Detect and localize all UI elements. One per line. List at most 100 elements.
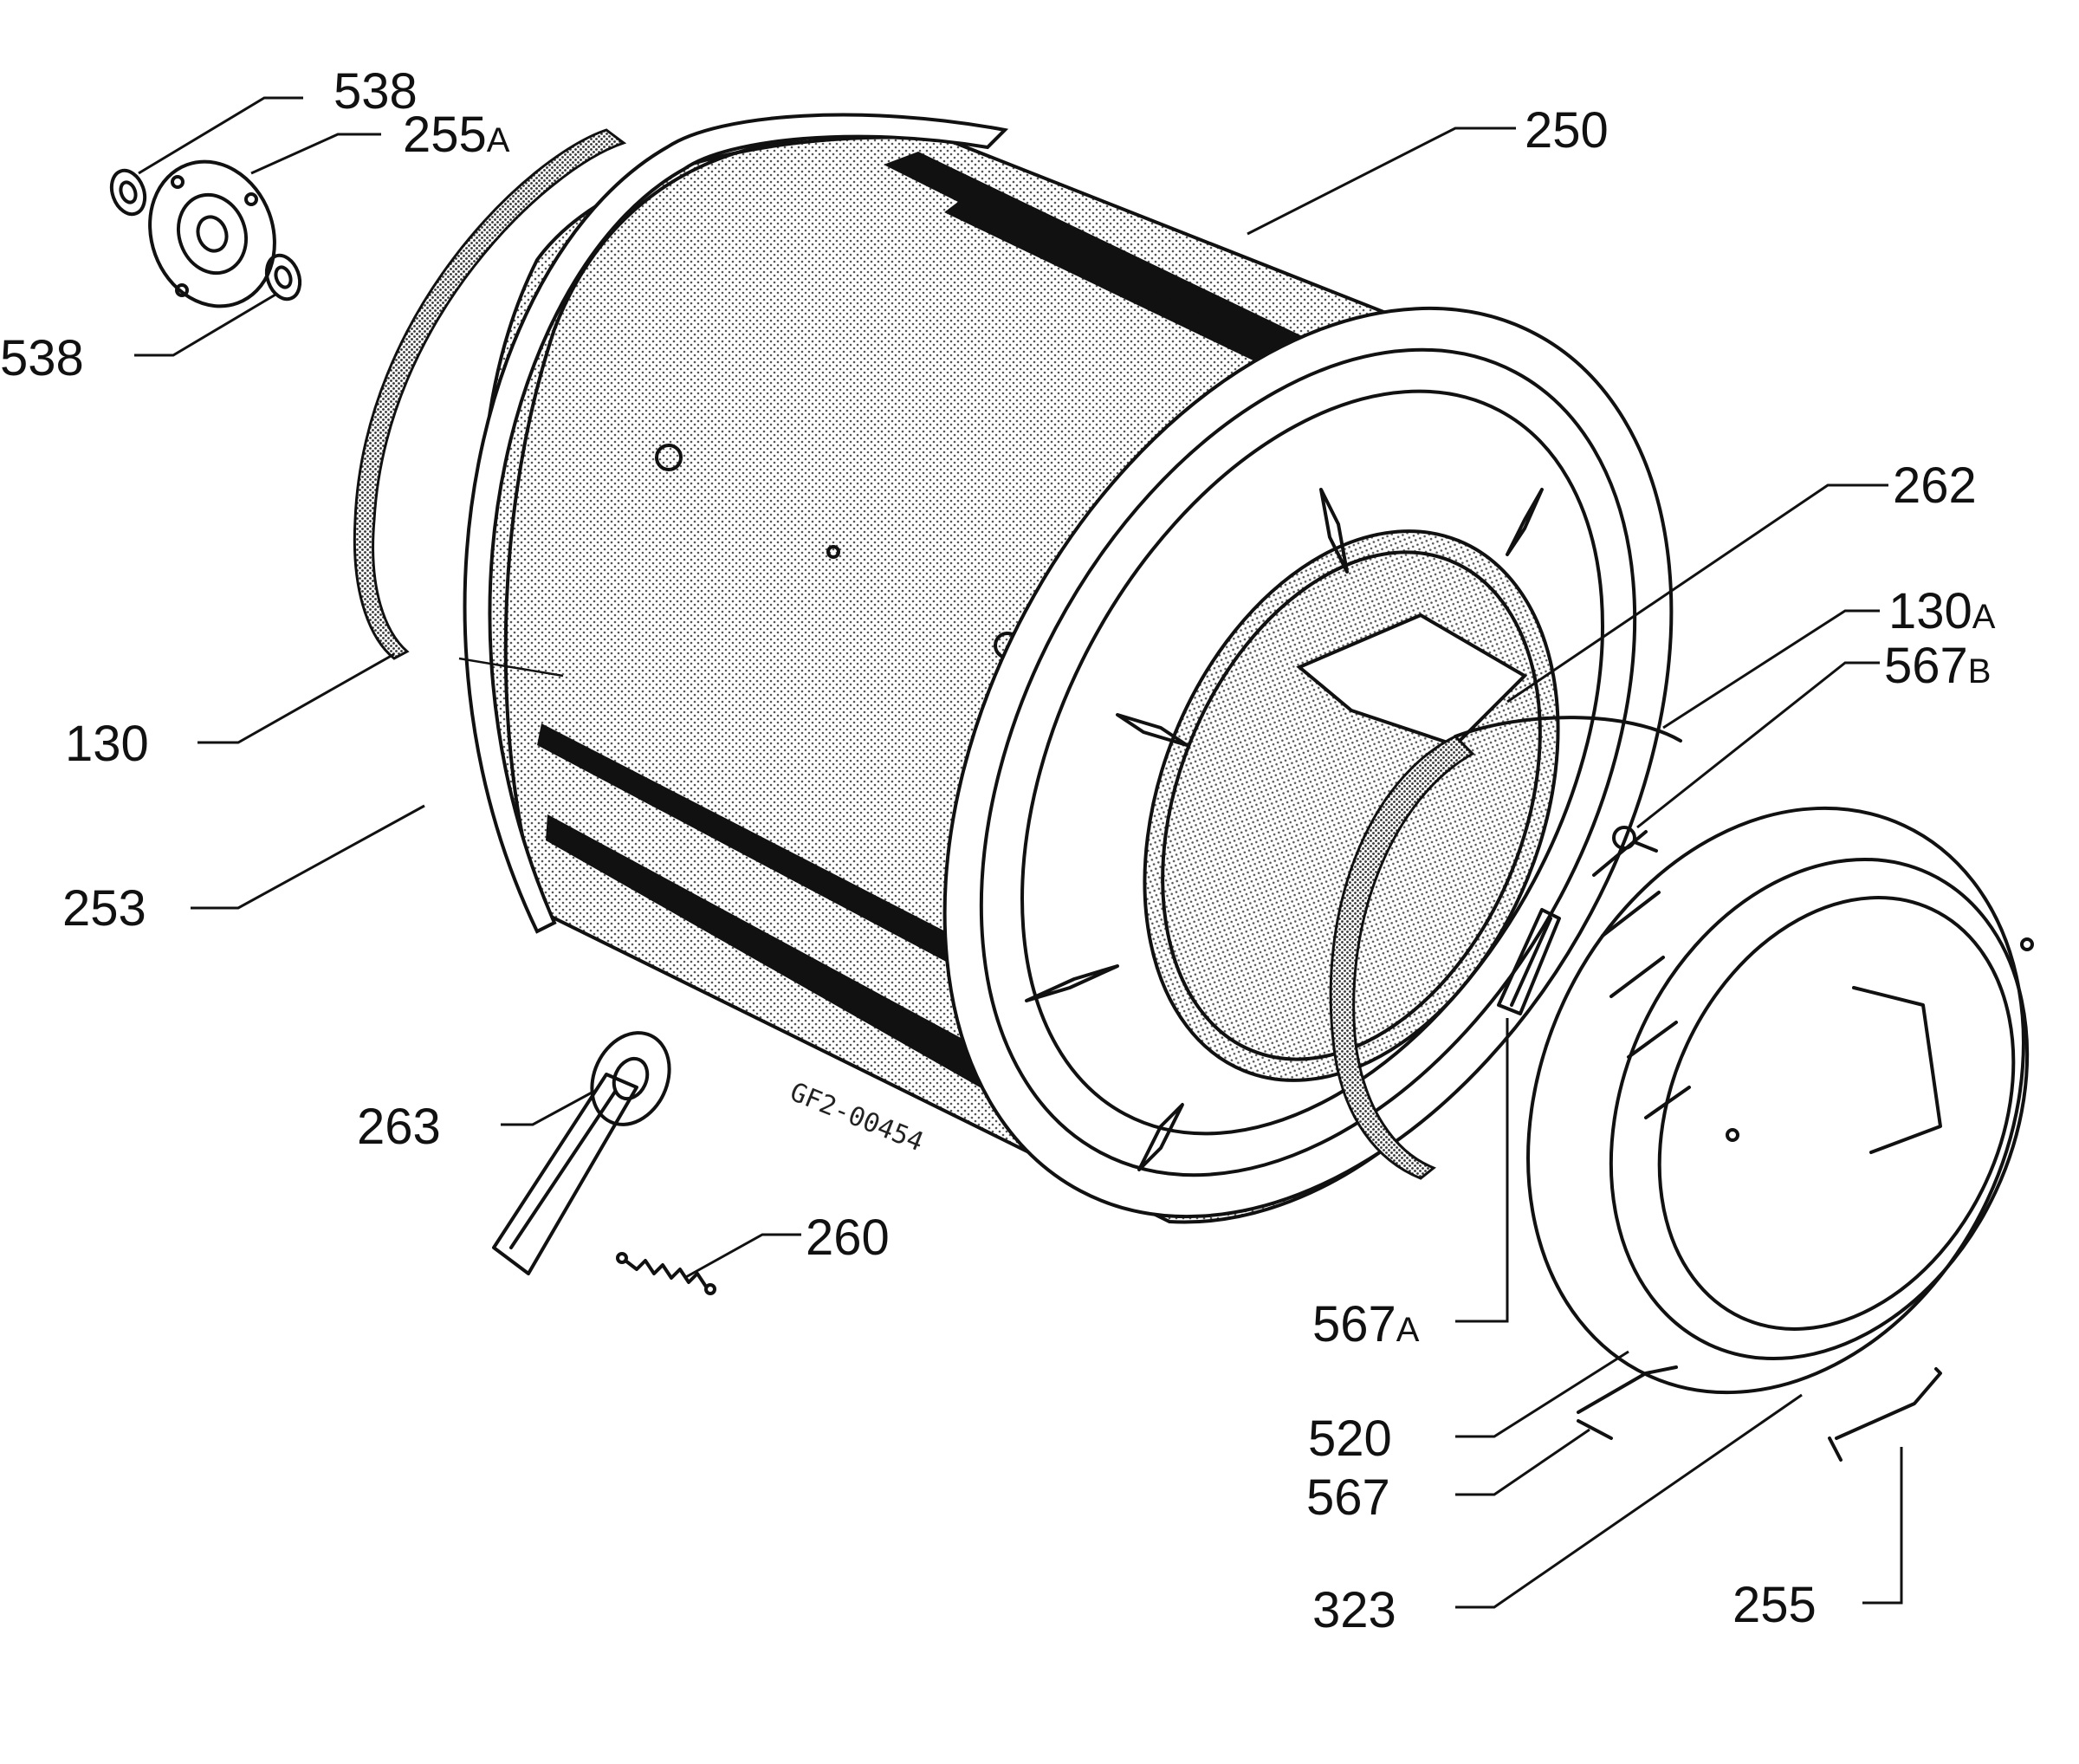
bracket-arm [1835,1367,1942,1440]
leader-567 [1455,1428,1590,1496]
label-567b: 567B [1884,638,1991,694]
rear-ring-253-edge [458,657,564,678]
leader-567a [1455,1018,1509,1323]
label-323: 323 [1312,1582,1396,1638]
drum-back-edge [503,137,807,911]
clip-567 [1577,1365,1678,1440]
spring-hook-a [616,1252,628,1264]
screw-567b [1612,826,1658,853]
back-rings [353,113,1009,934]
label-130: 130 [65,716,149,772]
leader-567b [1636,661,1880,829]
drum-lifter-2 [1506,488,1544,556]
spring-hook-b [704,1283,716,1295]
drum-front-rim-inner-2 [1020,389,1604,1136]
label-520: 520 [1308,1411,1392,1467]
ring-screw-hole-2 [1726,1128,1739,1142]
ring-rib-5 [1644,1086,1691,1119]
label-253: 253 [62,880,146,937]
washer-outer [264,253,302,302]
ring-rib-3 [1609,956,1665,998]
front-seal-130a [1329,735,1475,1180]
washer-538-bottom [264,253,302,302]
part-labels: 538 255A 538 250 262 130A 567B 130 253 2… [0,63,1996,1638]
rear-ring-253 [463,113,1009,934]
leader-250 [1247,126,1516,236]
flange-plate [148,159,276,308]
leader-255a [250,133,381,175]
label-538-left: 538 [0,330,84,386]
leader-520 [1455,1350,1629,1438]
seal-130 [353,128,627,660]
drum-hole-2 [826,545,840,559]
leader-lines [134,96,1903,1609]
leader-263 [501,1090,594,1126]
ring-rib-1 [1592,830,1648,877]
screw-head [1612,826,1636,850]
label-567a: 567A [1312,1296,1420,1352]
label-263: 263 [357,1099,441,1155]
ring-screw-hole-1 [2020,937,2034,951]
spring-coils [624,1259,708,1288]
drum-baffle [1296,613,1528,748]
ring-rib-2 [1601,891,1661,937]
leader-130 [198,652,395,744]
ring-outer [1526,806,2025,1395]
ring-inner-bracket [1852,986,1942,1154]
drum-250 [476,135,1674,1224]
leader-323 [1455,1393,1803,1609]
front-seal-130a-top [1454,716,1682,743]
label-130a: 130A [1888,583,1996,639]
leader-253 [191,804,425,910]
drum-stripe-bottom-1 [537,723,988,979]
label-567: 567 [1306,1469,1390,1526]
label-255a: 255A [403,107,510,163]
washer-inner [274,265,293,289]
clip-567a [1497,908,1561,1015]
drum-lifter-4 [1025,964,1119,1002]
drum-lifter-1 [1319,488,1349,574]
drum-front-rim-inner [979,347,1637,1177]
arm [492,1073,638,1275]
label-255: 255 [1732,1577,1817,1633]
clip-lower-body [1577,1419,1613,1440]
ring-opening [1657,896,2016,1331]
spring-260 [616,1252,716,1295]
clip-lower-arm [1577,1365,1678,1414]
flange-bolt-1 [171,175,185,189]
flange-hub [176,192,249,276]
ring-rib-4 [1627,1021,1678,1059]
washer-outer [109,168,147,217]
leader-262 [1506,483,1888,704]
label-250: 250 [1525,102,1609,159]
front-bearing-ring-323 [1526,806,2034,1395]
label-262: 262 [1893,457,1977,514]
leader-255 [1862,1447,1903,1605]
ring-middle [1609,857,2030,1361]
tensioner-263 [492,1031,671,1275]
leader-538-top [138,96,303,175]
drum-lifter-3 [1116,713,1188,747]
pulley [590,1031,671,1126]
label-538-top: 538 [334,63,418,120]
bearing-flange-255a [148,159,276,308]
flange-bolt-2 [244,192,258,206]
drum-stripe-top-1 [884,152,1360,390]
label-260: 260 [806,1210,890,1266]
leader-538-left [134,293,276,357]
arm-slot [509,1090,617,1249]
leader-260 [683,1233,801,1280]
flange-bore [196,215,229,253]
clip-slot [1510,917,1552,1007]
flange-bolt-3 [175,283,189,297]
pulley-hub [612,1056,650,1101]
screw-shank [1633,840,1658,853]
drum-hole-1 [655,444,683,471]
drum-stripe-bottom-2 [546,814,996,1092]
drum-lifter-5 [1137,1103,1184,1171]
drum-opening-lip [1161,550,1542,1061]
leader-130a [1662,609,1880,730]
washer-538-top [109,168,147,217]
bracket-255 [1828,1367,1942,1462]
